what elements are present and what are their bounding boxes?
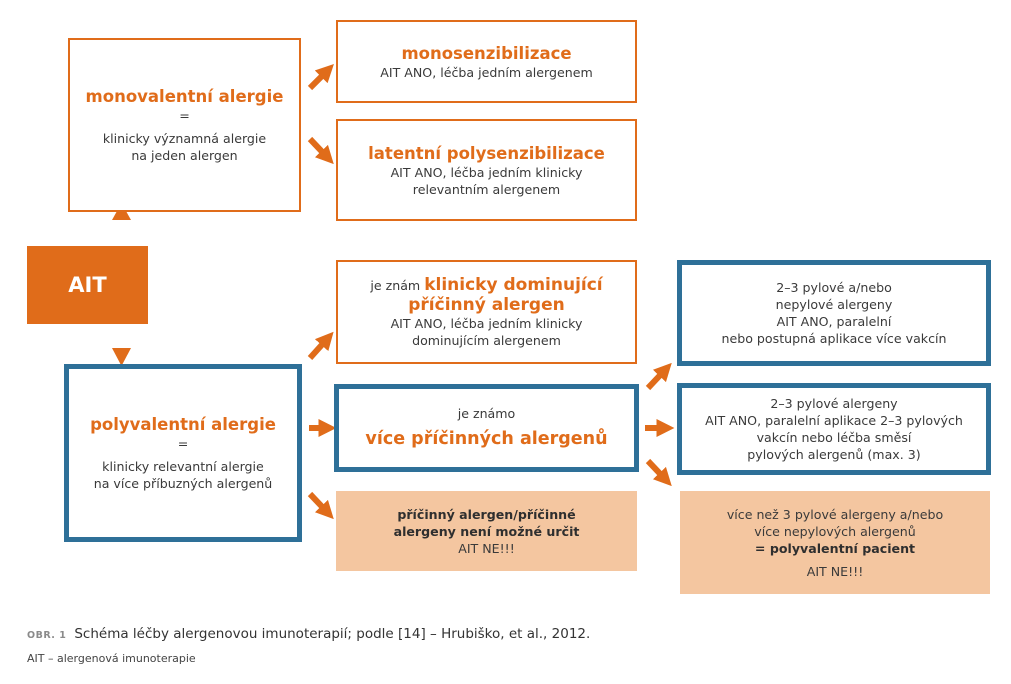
latent-desc1: AIT ANO, léčba jedním klinicky (390, 164, 583, 180)
pollen-b-box: 2–3 pylové alergeny AIT ANO, paralelní a… (677, 383, 991, 475)
arrow-to-monosenzibilizace (307, 64, 334, 91)
figure-caption-text: Schéma léčby alergenovou imunoterapií; p… (74, 626, 591, 642)
pollen-a-box: 2–3 pylové a/nebo nepylové alergeny AIT … (677, 260, 991, 366)
multiple-box: je známo více příčinných alergenů (334, 384, 639, 472)
unknown-line3: AIT NE!!! (458, 540, 515, 556)
latent-title: latentní polysenzibilizace (368, 143, 605, 163)
latent-desc2: relevantním alergenem (412, 181, 561, 197)
monovalent-desc2: na jeden alergen (131, 148, 238, 163)
pollen-b-line2: AIT ANO, paralelní aplikace 2–3 pylových (705, 413, 963, 428)
ait-label: AIT (68, 273, 107, 297)
pollen-a-line2: nepylové alergeny (775, 297, 893, 312)
pollen-a-line3: AIT ANO, paralelní (776, 314, 892, 329)
multiple-title: více příčinných alergenů (365, 429, 608, 449)
unknown-box: příčinný alergen/příčinné alergeny není … (336, 491, 637, 571)
arrow-to-pollen-c (645, 458, 672, 487)
pollen-c-line3: = polyvalentní pacient (754, 540, 916, 556)
monovalent-box: monovalentní alergie = klinicky významná… (68, 38, 301, 212)
pollen-b-line1: 2–3 pylové alergeny (770, 396, 898, 411)
monosenzibilizace-desc: AIT ANO, léčba jedním alergenem (380, 64, 593, 80)
latent-box: latentní polysenzibilizace AIT ANO, léčb… (336, 119, 637, 221)
dominant-desc1: AIT ANO, léčba jedním klinicky (390, 316, 583, 331)
multiple-prefix: je známo (457, 406, 516, 421)
pollen-b-line4: pylových alergenů (max. 3) (747, 447, 921, 462)
arrow-to-dominant (307, 331, 334, 361)
pollen-c-line4: AIT NE!!! (806, 563, 864, 579)
dominant-box: je znám klinicky dominující příčinný ale… (336, 260, 637, 364)
ait-box: AIT (27, 246, 148, 324)
abbreviation-note: AIT – alergenová imunoterapie (27, 652, 196, 665)
polyvalent-desc2: na více příbuzných alergenů (93, 476, 273, 491)
polyvalent-title: polyvalentní alergie (90, 415, 276, 434)
monosenzibilizace-box: monosenzibilizace AIT ANO, léčba jedním … (336, 20, 637, 103)
polyvalent-box: polyvalentní alergie = klinicky relevant… (64, 364, 302, 542)
arrow-to-unknown (307, 491, 334, 520)
arrow-to-pollen-a (645, 362, 672, 391)
dominant-prefix: je znám (370, 278, 425, 293)
monovalent-eq: = (179, 108, 190, 123)
pollen-b-line3: vakcín nebo léčba směsí (756, 430, 912, 445)
polyvalent-desc1: klinicky relevantní alergie (102, 459, 264, 474)
monosenzibilizace-title: monosenzibilizace (401, 43, 572, 63)
monovalent-desc1: klinicky významná alergie (102, 131, 267, 146)
polyvalent-eq: = (177, 436, 189, 451)
unknown-line1: příčinný alergen/příčinné (397, 506, 576, 522)
monovalent-title: monovalentní alergie (85, 87, 284, 106)
pollen-c-line1: více než 3 pylové alergeny a/nebo (726, 506, 944, 522)
pollen-a-line4: nebo postupná aplikace více vakcín (721, 331, 947, 346)
figure-caption: OBR. 1 Schéma léčby alergenovou imunotera… (27, 626, 590, 642)
pollen-c-box: více než 3 pylové alergeny a/nebo více n… (680, 491, 990, 594)
figure-label: OBR. 1 (27, 630, 67, 641)
pollen-c-line2: více nepylových alergenů (754, 523, 916, 539)
dominant-title1: klinicky dominující (424, 275, 603, 295)
unknown-line2: alergeny není možné určit (393, 523, 580, 539)
arrow-to-latentni (307, 136, 334, 165)
dominant-desc2: dominujícím alergenem (412, 333, 561, 348)
dominant-title2: příčinný alergen (408, 295, 565, 315)
down-triangle-icon (112, 348, 131, 366)
pollen-a-line1: 2–3 pylové a/nebo (776, 280, 892, 295)
